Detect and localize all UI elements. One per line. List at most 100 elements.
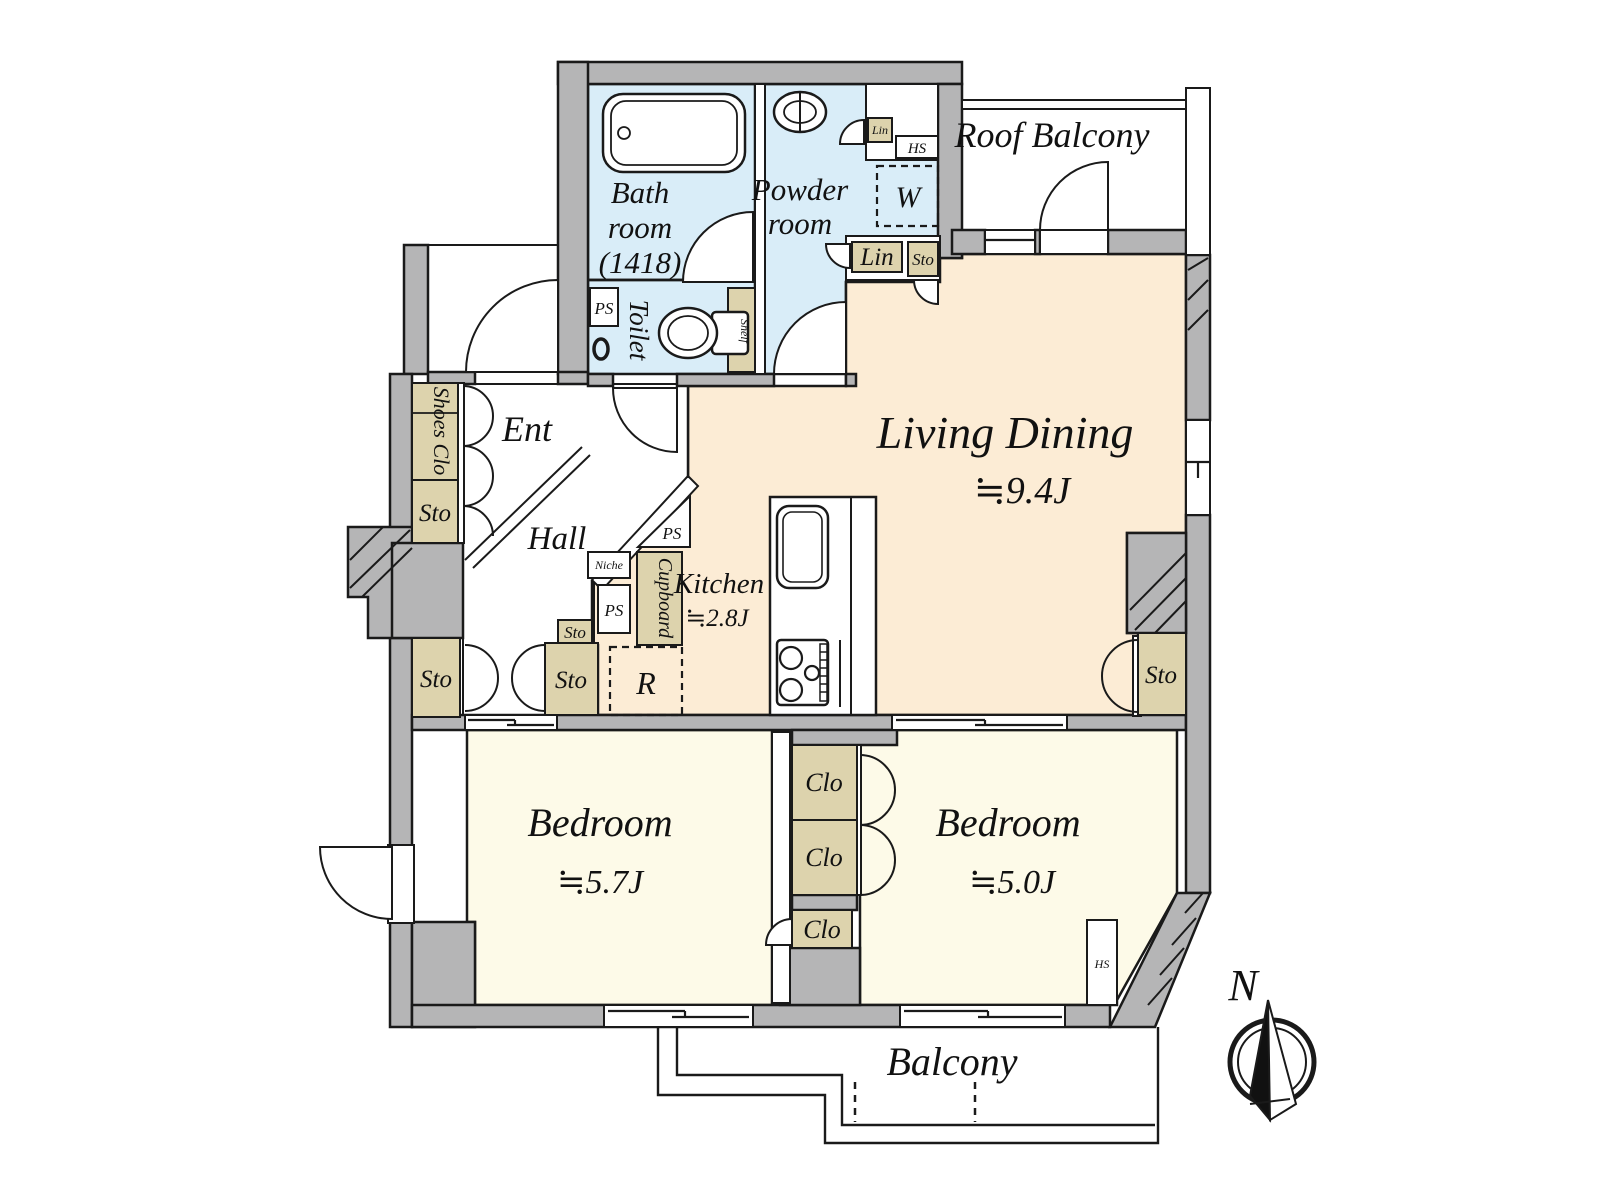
door-left-exterior <box>318 846 393 921</box>
wall-clo-top <box>790 728 899 747</box>
shelf-label: Shelf <box>738 319 752 345</box>
door-entrance <box>464 278 559 373</box>
roof-balcony-pillar <box>1185 87 1211 256</box>
powder-room-label-1: Powder <box>751 172 849 207</box>
wall-toilet-bottom-a <box>586 372 615 388</box>
hatch-right-upper <box>1187 257 1209 331</box>
balcony-outline <box>656 1027 1160 1145</box>
ps-box-toilet <box>589 287 619 327</box>
sto-label-ld-pocket: Sto <box>912 250 934 269</box>
slidingdoor-bedroom-b <box>891 714 1068 731</box>
kitchen-sink-icon <box>775 504 830 590</box>
roof-balcony-label: Roof Balcony <box>954 115 1150 155</box>
hatch-ld-notch <box>1129 552 1187 634</box>
compass-north-label: N <box>1227 961 1260 1010</box>
sto-box-entrance <box>411 479 459 544</box>
bathtub-drain <box>617 126 631 140</box>
ld-sto-bifold-arcs <box>1101 639 1139 713</box>
kitchen-label: Kitchen <box>673 568 764 600</box>
bathtub-icon <box>601 92 747 174</box>
balcony-label: Balcony <box>886 1039 1017 1084</box>
hs-label-bedroom: HS <box>1094 957 1110 971</box>
bedroom-b-area: ≒5.0J <box>969 864 1057 901</box>
wall-diagonal-se <box>1107 891 1212 1029</box>
balcony-partition-dashes <box>853 1082 977 1122</box>
box-labels: Shoes Clo Sto Sto Sto Sto Sto Sto Lin Li… <box>419 123 1177 971</box>
hs-box-bedroom <box>1086 919 1118 1006</box>
storage-boxes <box>411 117 1187 1006</box>
hall-label: Hall <box>527 521 587 557</box>
sto-label-ld-east: Sto <box>1145 662 1177 689</box>
refrigerator-label: R <box>635 665 656 701</box>
stove-burner-2 <box>778 677 804 703</box>
bathroom-label-1: Bath <box>611 175 670 210</box>
genkan-step-line-2 <box>472 454 591 569</box>
slidingdoor-bedroom-a-lines <box>468 718 554 727</box>
sto-box-ld-east <box>1137 632 1187 716</box>
kitchen-counter <box>768 495 878 717</box>
shoesclo-folding-arcs <box>462 385 494 537</box>
kitchen-sink-inner <box>782 511 823 583</box>
clo-label-1: Clo <box>805 768 843 797</box>
wall-right-upper <box>1184 253 1212 422</box>
cupboard-box <box>636 551 683 646</box>
hatch-diagonal-se <box>1147 892 1204 1006</box>
shoes-closet-box <box>411 382 459 481</box>
sto-label-hall-small: Sto <box>564 623 586 642</box>
ps-label-toilet: PS <box>594 299 614 318</box>
ps-label-triangle: PS <box>662 524 682 543</box>
clo-label-3: Clo <box>803 915 841 944</box>
ps-triangle-box <box>635 493 691 548</box>
bedroom-a-area: ≒5.7J <box>557 864 645 901</box>
wall-bath-left <box>556 60 590 376</box>
toilet-label: Toilet <box>624 300 654 362</box>
wall-clo-mid <box>790 893 859 912</box>
fixtures <box>592 90 878 717</box>
door-clo3 <box>764 917 793 946</box>
shoes-closet-label: Shoes Clo <box>429 387 454 476</box>
powder-room-label-2: room <box>768 206 832 241</box>
windows <box>387 87 1211 1028</box>
washer-label: W <box>896 181 924 214</box>
clo-box-3 <box>791 909 853 949</box>
room-labels: Bath room (1418) Powder room Toilet Roof… <box>501 115 1149 1084</box>
lin-box-small <box>867 117 893 143</box>
wall-clo-bottom <box>778 946 862 1007</box>
door-powder-room <box>772 300 847 375</box>
sto-label-hall-big: Sto <box>555 667 587 694</box>
opening-roof-balcony-door <box>1039 229 1109 255</box>
niche-label: Niche <box>594 558 624 572</box>
door-roof-balcony <box>1038 160 1109 231</box>
living-dining-label: Living Dining <box>876 407 1134 458</box>
bedroom-a-label: Bedroom <box>527 800 672 845</box>
wall-roofbalcony-a <box>950 228 987 256</box>
door-bathroom <box>681 210 754 283</box>
refrigerator-box <box>608 645 684 717</box>
hall-storage-arcs <box>464 644 546 712</box>
lin-label: Lin <box>859 244 893 271</box>
window-ld-north <box>984 229 1036 255</box>
slidingdoor-bedroom-b-lines <box>896 718 1063 727</box>
sto-label-entrance: Sto <box>419 500 451 527</box>
door-lin-pocket <box>824 243 851 270</box>
genkan-step-line-1 <box>464 446 583 561</box>
stove-burner-3 <box>803 664 821 682</box>
window-bedroom-a-lines <box>608 1009 749 1019</box>
balcony-outer-line <box>656 1027 1160 1145</box>
bathroom-label-3: (1418) <box>599 245 682 280</box>
ps-label-kitchen: PS <box>604 601 624 620</box>
hs-box-powder <box>895 135 939 159</box>
clo-label-2: Clo <box>805 843 843 872</box>
wall-ent-top-right <box>556 370 590 386</box>
door-toilet <box>611 387 678 454</box>
wall-right-lower <box>1184 513 1212 895</box>
lin-label-small: Lin <box>871 123 888 137</box>
lin-box <box>851 241 903 273</box>
bedroom-b-label: Bedroom <box>935 800 1080 845</box>
cupboard-label: Cupboard <box>654 558 676 639</box>
bathtub-inner <box>610 100 738 166</box>
window-bedroom-b-lines <box>904 1009 1062 1019</box>
sto-box-hall-big <box>544 642 599 716</box>
